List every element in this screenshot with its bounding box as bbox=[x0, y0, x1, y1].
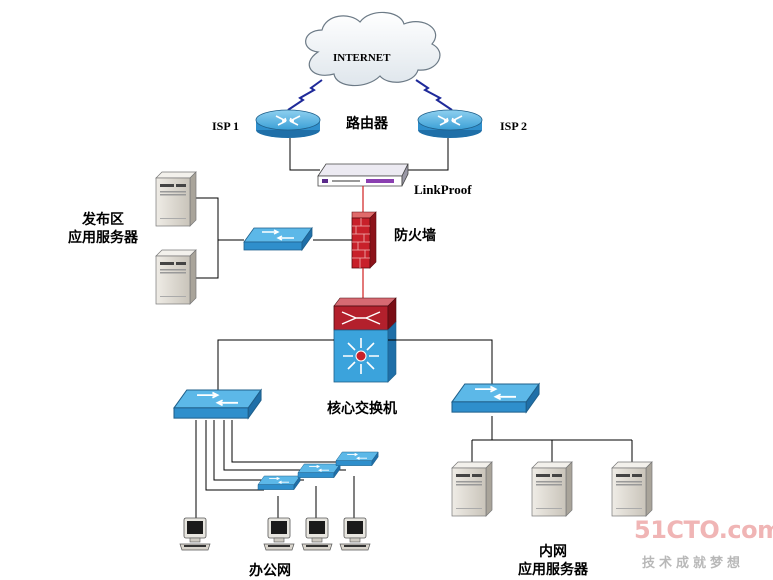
intranet-switch-icon bbox=[451, 383, 540, 414]
dmz-zone-label-line1: 发布区 bbox=[82, 213, 124, 228]
router-label: 路由器 bbox=[346, 117, 388, 132]
linkproof-label: LinkProof bbox=[414, 182, 472, 197]
link-core-office-switch bbox=[217, 339, 334, 390]
firewall-label: 防火墙 bbox=[394, 229, 436, 244]
intranet-label-line1: 内网 bbox=[539, 545, 567, 560]
intranet-links bbox=[471, 416, 633, 462]
router-isp1-icon bbox=[255, 109, 321, 139]
dmz-zone-label: 发布区 应用服务器 bbox=[58, 212, 148, 248]
office-access-switch-2-icon bbox=[297, 463, 341, 479]
office-network-label: 办公网 bbox=[249, 564, 291, 579]
linkproof-device-icon bbox=[317, 163, 409, 187]
internet-cloud-icon bbox=[305, 11, 441, 87]
office-pc-1-icon bbox=[179, 517, 211, 551]
isp1-label: ISP 1 bbox=[212, 119, 240, 133]
dmz-zone-label-line2: 应用服务器 bbox=[68, 231, 138, 246]
dmz-server-2-icon bbox=[155, 249, 197, 305]
core-switch-icon bbox=[333, 297, 397, 383]
office-access-switch-3-icon bbox=[335, 451, 379, 467]
link-router2-linkproof bbox=[405, 138, 449, 171]
router-isp2-icon bbox=[417, 109, 483, 139]
intranet-server-2-icon bbox=[531, 461, 573, 517]
office-pc-3-icon bbox=[301, 517, 333, 551]
dmz-switch-icon bbox=[243, 227, 313, 251]
office-pc-4-icon bbox=[339, 517, 371, 551]
intranet-server-1-icon bbox=[451, 461, 493, 517]
wan-link-isp2 bbox=[415, 79, 453, 111]
link-dmz-switch-server2 bbox=[196, 240, 219, 279]
isp2-label: ISP 2 bbox=[500, 119, 528, 133]
link-core-intranet-switch bbox=[388, 339, 493, 388]
internet-label: INTERNET bbox=[333, 52, 391, 64]
intranet-label-line2: 应用服务器 bbox=[518, 563, 588, 578]
office-access-switch-1-icon bbox=[257, 475, 301, 491]
intranet-server-3-icon bbox=[611, 461, 653, 517]
link-dmz-switch-servers bbox=[196, 197, 244, 241]
core-switch-label: 核心交换机 bbox=[327, 402, 397, 417]
dmz-server-1-icon bbox=[155, 171, 197, 227]
intranet-label: 内网 应用服务器 bbox=[508, 544, 598, 580]
link-router1-linkproof bbox=[289, 138, 320, 171]
watermark-slogan: 技术成就梦想 bbox=[642, 556, 745, 571]
wan-link-isp1 bbox=[287, 79, 323, 111]
office-pc-2-icon bbox=[263, 517, 295, 551]
watermark-logo: 51CTO.com bbox=[634, 516, 773, 544]
firewall-icon bbox=[351, 211, 377, 269]
office-switch-icon bbox=[173, 389, 262, 420]
